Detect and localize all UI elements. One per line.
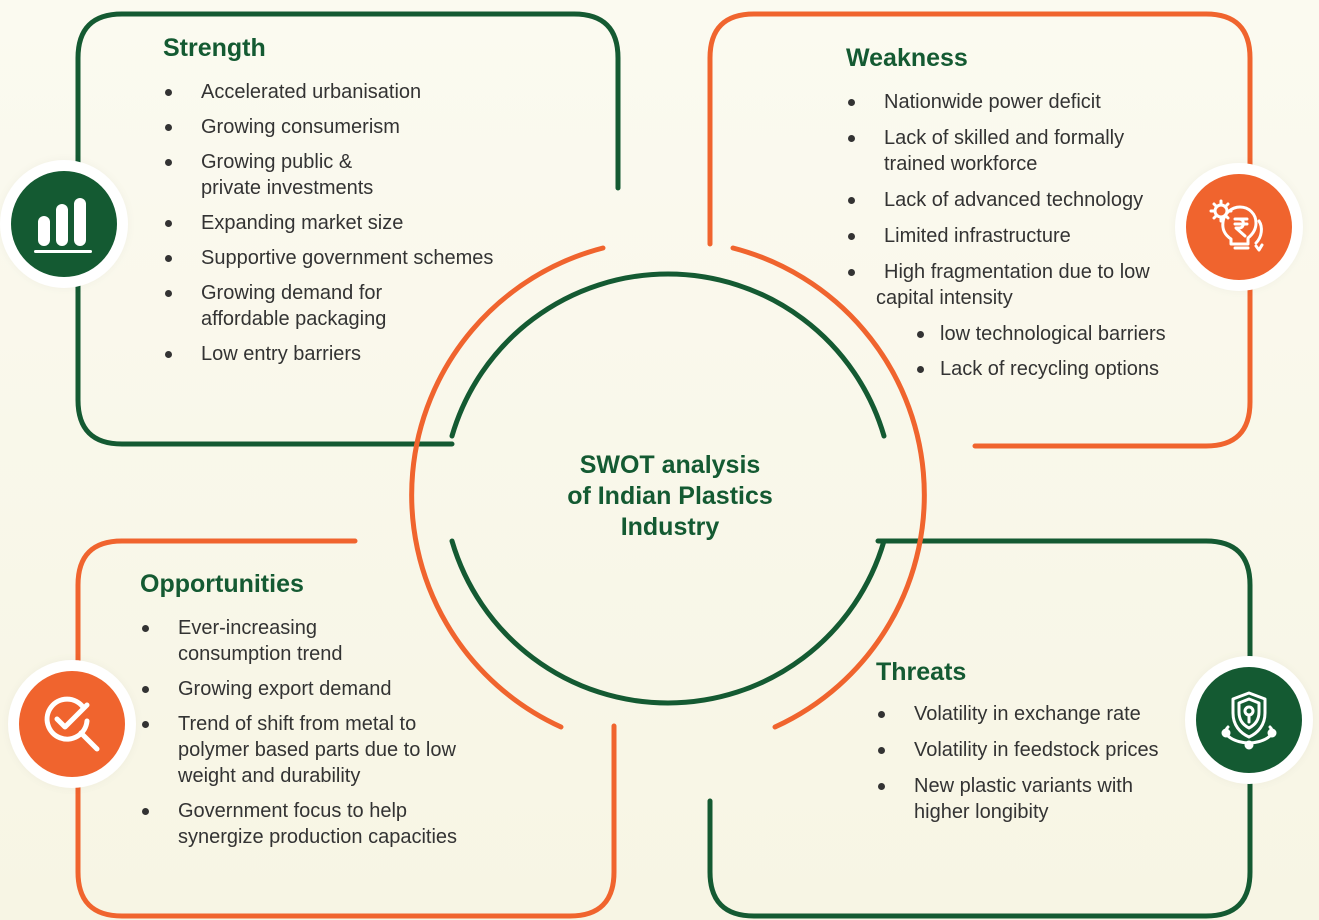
opportunities-badge: [8, 660, 136, 788]
strength-heading: Strength: [163, 34, 266, 62]
weakness-list: Nationwide power deficit Lack of skilled…: [846, 89, 1166, 382]
shield-network-icon: [1196, 667, 1302, 773]
list-item: Nationwide power deficit: [846, 89, 1166, 115]
outer-arc-left: [409, 245, 606, 730]
weakness-badge: [1175, 163, 1303, 291]
threats-section: Threats Volatility in exchange rate Vola…: [876, 658, 1159, 835]
bar-chart-icon: [11, 171, 117, 277]
list-item: Volatility in exchange rate: [876, 701, 1159, 727]
list-item: Accelerated urbanisation: [163, 79, 493, 105]
strength-list: Accelerated urbanisation Growing consume…: [163, 79, 493, 367]
inner-arc-top: [449, 271, 887, 439]
list-item: Lack of advanced technology: [846, 187, 1166, 213]
center-title-line-2: of Indian Plastics: [567, 482, 773, 510]
threats-badge: [1185, 656, 1313, 784]
strength-frame: [75, 11, 621, 447]
sub-list-item: Lack of recycling options: [917, 356, 1166, 382]
list-item: Expanding market size: [163, 210, 493, 236]
list-item: Growing consumerism: [163, 114, 493, 140]
opportunities-heading: Opportunities: [140, 570, 304, 598]
strength-badge: [0, 160, 128, 288]
list-item: Growing export demand: [140, 676, 457, 702]
strength-section: Strength Accelerated urbanisation Growin…: [163, 34, 493, 376]
center-title-line-1: SWOT analysis: [579, 451, 761, 479]
threats-list: Volatility in exchange rate Volatility i…: [876, 701, 1159, 825]
inner-arc-bottom: [449, 538, 887, 706]
list-item: Supportive government schemes: [163, 245, 493, 271]
list-item: Low entry barriers: [163, 341, 493, 367]
outer-arc-right: [730, 245, 927, 730]
threats-heading: Threats: [876, 658, 967, 686]
center-title-line-3: Industry: [620, 513, 720, 541]
weakness-section: Weakness Nationwide power deficit Lack o…: [846, 44, 1166, 391]
threats-frame: [707, 538, 1253, 919]
list-item: Volatility in feedstock prices: [876, 737, 1159, 763]
list-item: Growing public &private investments: [163, 149, 493, 201]
rupee-gear-bulb-icon: [1186, 174, 1292, 280]
magnifier-check-icon: [19, 671, 125, 777]
weakness-frame: [707, 11, 1253, 449]
weakness-heading: Weakness: [846, 44, 968, 72]
center-title: SWOT analysis of Indian Plastics Industr…: [520, 450, 820, 543]
sub-list-item: low technological barriers: [917, 323, 1166, 345]
opportunities-frame: [75, 538, 617, 919]
list-item: Limited infrastructure: [846, 223, 1166, 249]
